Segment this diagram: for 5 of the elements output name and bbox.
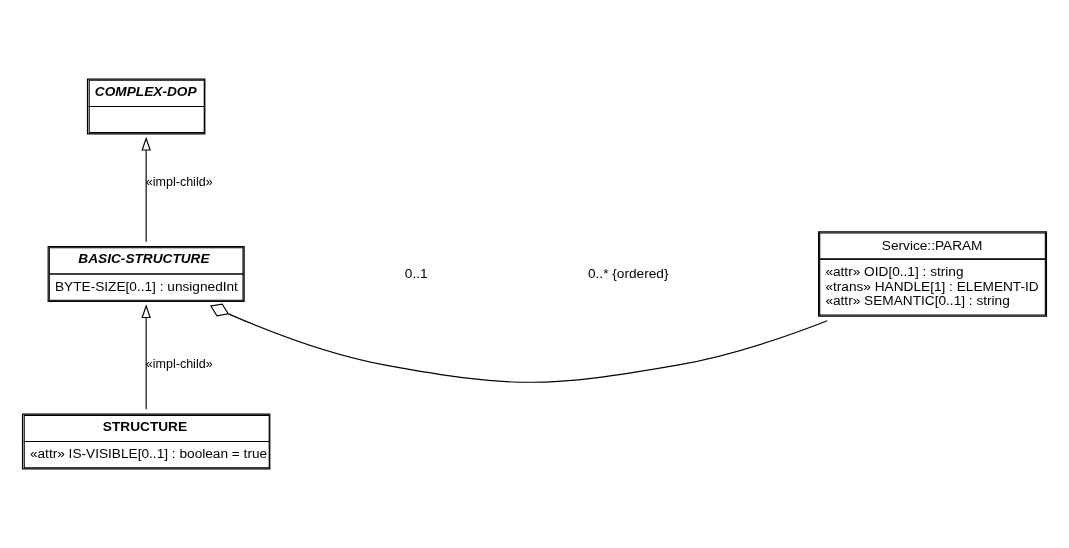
label: 0..1 xyxy=(404,265,428,281)
arrow xyxy=(141,136,151,243)
label: 0..* {ordered} xyxy=(588,265,669,281)
connector xyxy=(209,303,828,383)
arrow xyxy=(141,304,151,410)
